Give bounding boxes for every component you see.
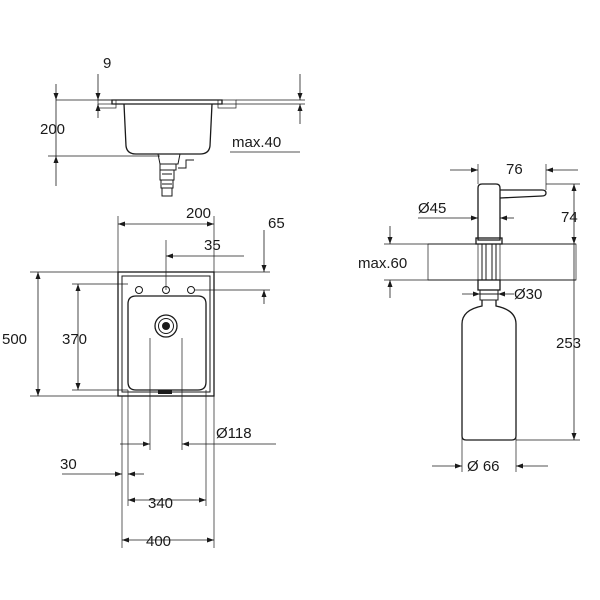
- dim-dispenser-max-counter: max.60: [358, 255, 407, 272]
- dispenser-shaft: [481, 243, 497, 281]
- dim-spout-reach: 76: [506, 161, 523, 178]
- dispenser-countertop-right: [499, 243, 577, 281]
- dim-top-width: 200: [186, 205, 211, 222]
- dim-max-counter-thickness: max.40: [232, 134, 281, 151]
- dim-total-height: 253: [556, 335, 581, 352]
- dim-top-margin: 65: [268, 215, 285, 232]
- dispenser-collar: [475, 237, 503, 245]
- dim-inner-width: 340: [148, 495, 173, 512]
- dispenser-head: [477, 183, 501, 241]
- tap-hole-right: [187, 286, 195, 294]
- tap-hole-left: [135, 286, 143, 294]
- drain-outlet: [157, 153, 181, 165]
- sink-basin-profile: [123, 103, 213, 155]
- dim-shaft-diameter: Ø30: [514, 286, 542, 303]
- soap-dispenser-view: 76 Ø45 74 max.60 Ø30 253: [358, 161, 581, 475]
- dim-tap-offset: 35: [204, 237, 221, 254]
- dispenser-spout: [499, 189, 547, 199]
- dispenser-nut: [477, 279, 501, 291]
- drain-center: [162, 322, 170, 330]
- sink-rim: [111, 99, 223, 105]
- drain-fitting: [159, 169, 175, 181]
- dim-head-diameter: Ø45: [418, 200, 446, 217]
- dim-rim-thickness: 9: [103, 55, 111, 72]
- dim-cutout-diameter: Ø118: [216, 425, 252, 442]
- dispenser-nut-lower: [479, 289, 499, 301]
- drain-outer-ring: [154, 314, 178, 338]
- sink-top-view: 200 35 65 500 370 Ø118: [2, 205, 285, 550]
- dim-bottle-diameter: Ø 66: [467, 458, 500, 475]
- dim-sink-height: 200: [40, 121, 65, 138]
- drain-trap: [159, 159, 194, 171]
- basin-outline: [127, 295, 207, 391]
- dim-outer-width: 400: [146, 533, 171, 550]
- drain-inner-ring: [158, 318, 174, 334]
- dispenser-countertop-left: [427, 243, 479, 281]
- sink-side-view: 9 200 max.40: [40, 55, 305, 197]
- dim-inner-depth: 370: [62, 331, 87, 348]
- dispenser-bottle: [461, 300, 517, 441]
- brand-plate: [158, 390, 172, 394]
- drain-tail: [161, 187, 173, 197]
- dim-head-height: 74: [561, 209, 578, 226]
- dim-side-margin: 30: [60, 456, 77, 473]
- dim-outer-depth: 500: [2, 331, 27, 348]
